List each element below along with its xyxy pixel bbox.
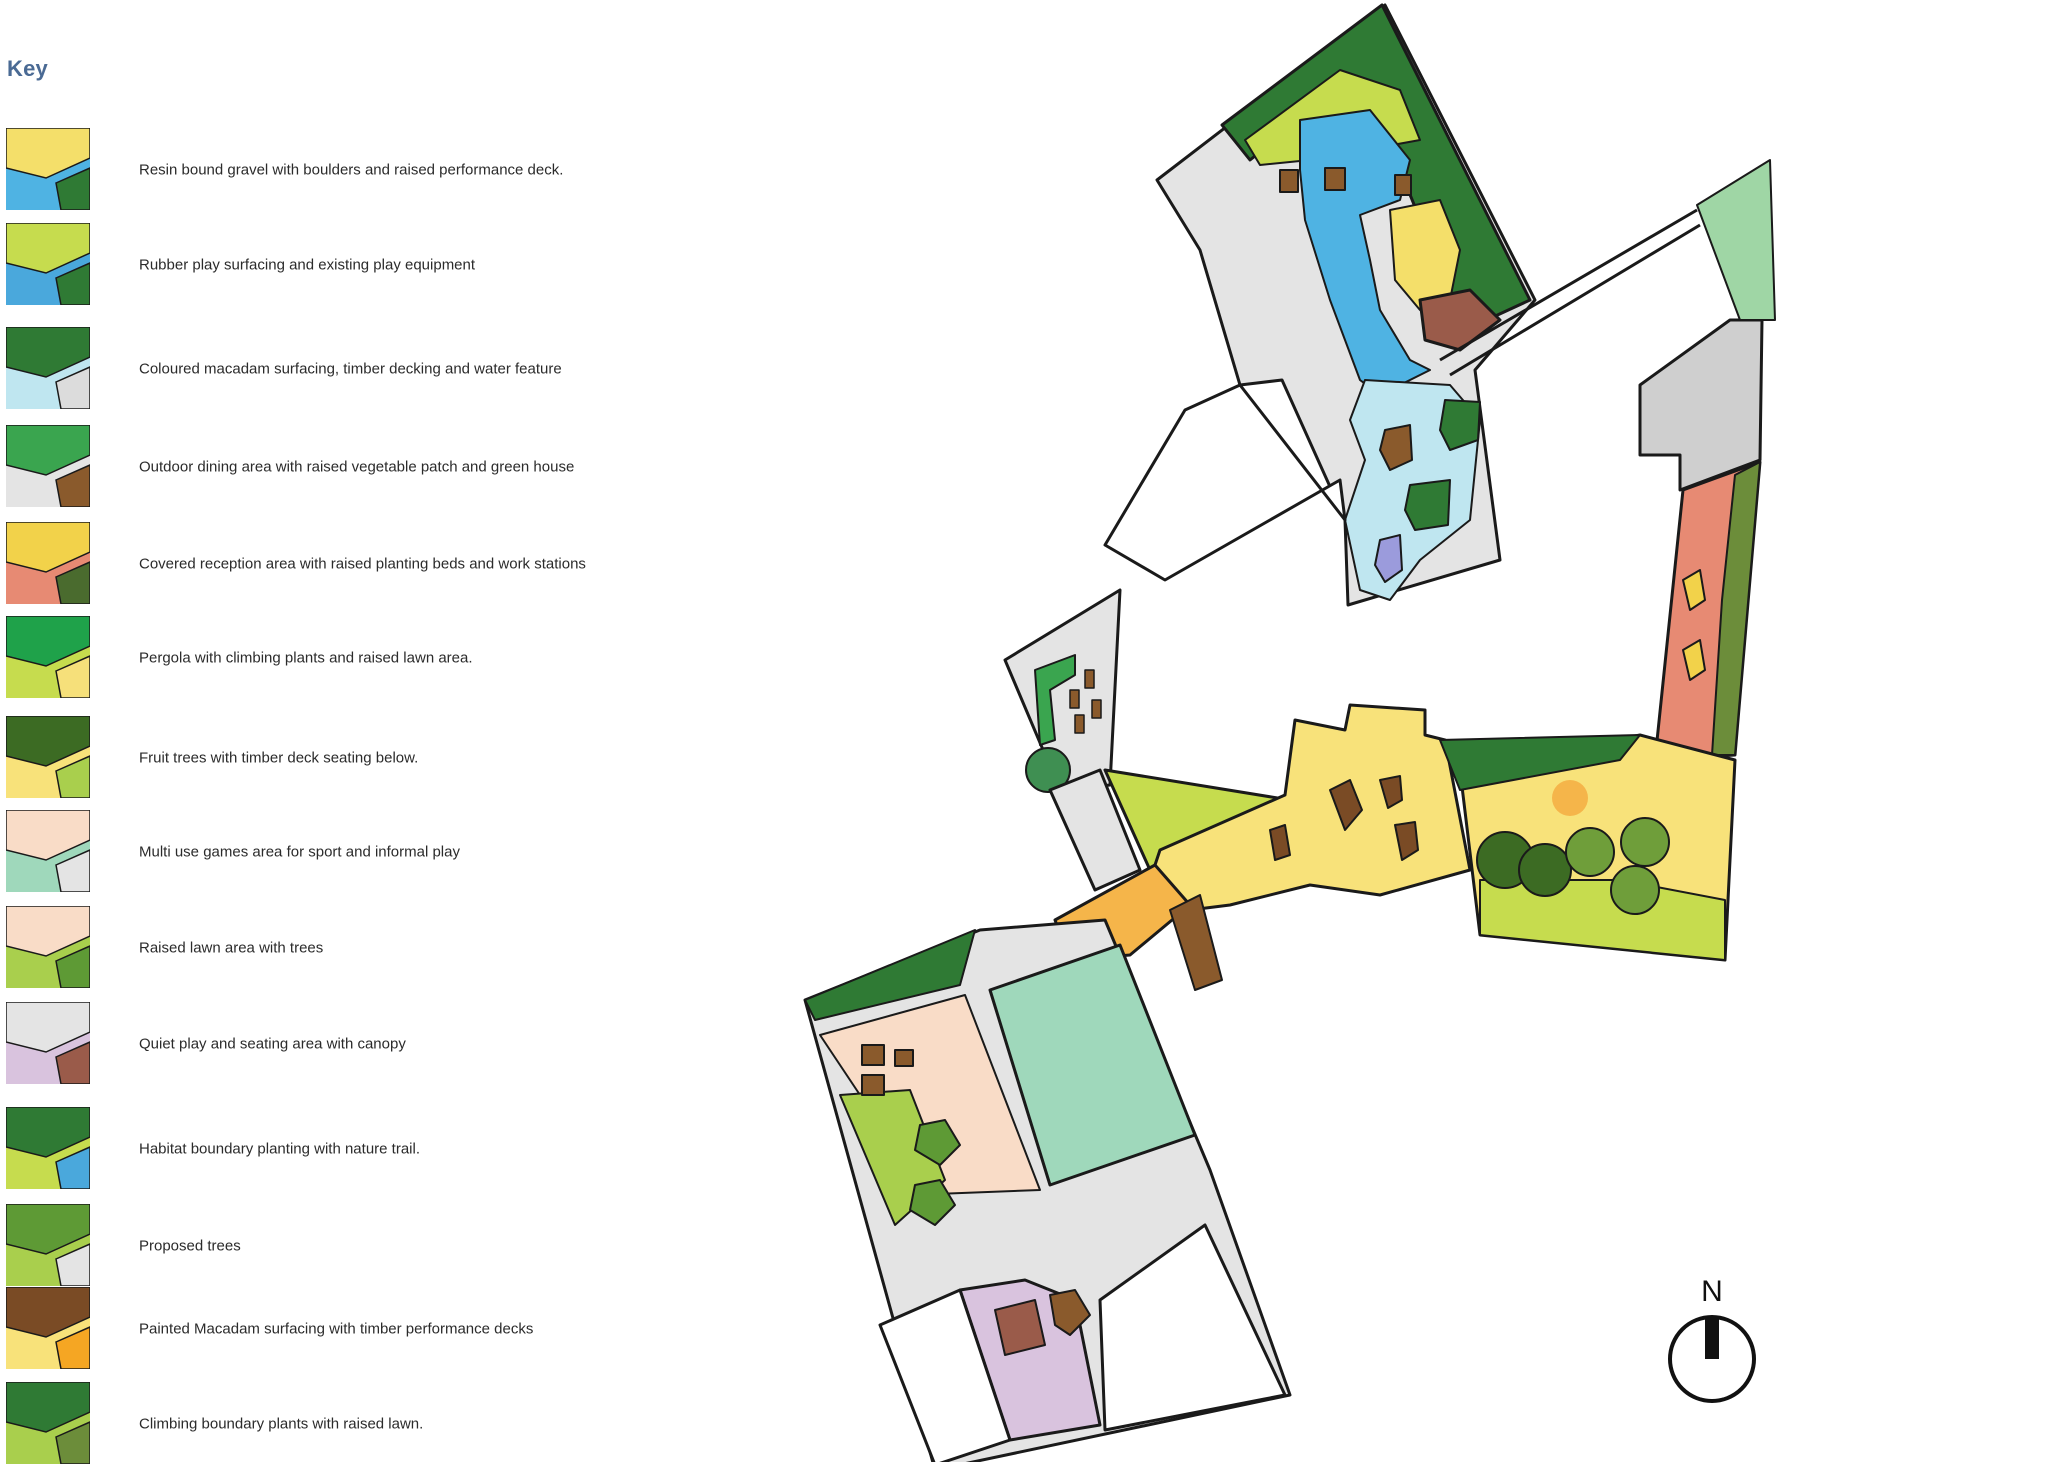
fruit-tree [1610, 865, 1660, 915]
dining-table [1084, 669, 1095, 689]
key-item-label: Quiet play and seating area with canopy [139, 1035, 406, 1053]
key-swatch-icon [6, 810, 90, 892]
timber-seat [1049, 1289, 1091, 1336]
key-swatch-icon [6, 716, 90, 798]
key-item-rubber-play: Rubber play surfacing and existing play … [6, 223, 626, 307]
timber-performance-deck [1269, 824, 1291, 861]
vegetable-patch [1034, 654, 1076, 746]
central-boundary [1103, 383, 1347, 582]
key-item-label: Proposed trees [139, 1237, 241, 1255]
key-item-label: Raised lawn area with trees [139, 939, 324, 957]
fruit-tree-deck [1169, 894, 1223, 991]
dining-table [1074, 714, 1085, 734]
key-item-fruit-trees: Fruit trees with timber deck seating bel… [6, 716, 626, 800]
key-item-label: Painted Macadam surfacing with timber pe… [139, 1320, 534, 1338]
fruit-tree [1518, 843, 1572, 897]
key-swatch-icon [6, 906, 90, 988]
key-item-label: Outdoor dining area with raised vegetabl… [139, 458, 575, 476]
key-item-label: Multi use games area for sport and infor… [139, 843, 460, 861]
reception-bed [1682, 639, 1706, 681]
east-building-paving [1638, 318, 1764, 492]
key-title: Key [7, 56, 48, 81]
timber-performance-deck [1394, 821, 1419, 861]
key-swatch-icon [6, 616, 90, 698]
nature-strip [1696, 159, 1776, 321]
timber-performance-deck [1329, 779, 1363, 831]
timber-stepping-deck [1324, 167, 1346, 191]
dining-table [1069, 689, 1080, 709]
climbing-boundary [1439, 734, 1641, 791]
dining-table [1091, 699, 1102, 719]
key-swatch-icon [6, 223, 90, 305]
proposed-tree [914, 1119, 961, 1166]
timber-stepping-deck [1279, 169, 1299, 193]
key-item-coloured-macadam: Coloured macadam surfacing, timber decki… [6, 327, 626, 411]
key-swatch-icon [6, 128, 90, 210]
climbing-boundary-lawn [1479, 879, 1726, 961]
key-swatch-icon [6, 1382, 90, 1464]
path-edge [1439, 208, 1698, 362]
muga-pitch [988, 943, 1197, 1187]
key-item-raised-lawn: Raised lawn area with trees [6, 906, 626, 990]
sun-motif [1552, 780, 1588, 816]
reception-bed [1682, 569, 1706, 611]
planted-island [1439, 399, 1481, 451]
key-item-label: Coloured macadam surfacing, timber decki… [139, 360, 562, 378]
timber-stepping-deck [1394, 174, 1412, 196]
key-item-label: Covered reception area with raised plant… [139, 555, 586, 573]
key-item-label: Rubber play surfacing and existing play … [139, 256, 476, 274]
key-item-resin-gravel: Resin bound gravel with boulders and rai… [6, 128, 626, 212]
key-item-painted-macadam: Painted Macadam surfacing with timber pe… [6, 1287, 626, 1371]
key-item-climbing-boundary: Climbing boundary plants with raised law… [6, 1382, 626, 1466]
planted-island [1404, 479, 1451, 531]
proposed-tree [1025, 747, 1071, 793]
key-item-label: Fruit trees with timber deck seating bel… [139, 749, 419, 767]
key-item-quiet-play: Quiet play and seating area with canopy [6, 1002, 626, 1086]
pergola [1048, 768, 1142, 892]
path-edge [1449, 223, 1701, 377]
fruit-tree [1565, 827, 1615, 877]
north-label: N [1701, 1275, 1723, 1308]
timber-performance-deck [1379, 775, 1403, 809]
key-swatch-icon [6, 1287, 90, 1369]
key-swatch-icon [6, 1002, 90, 1084]
south-boundary-planting [804, 929, 976, 1021]
north-arrow: N [1666, 1275, 1758, 1415]
key-item-outdoor-dining: Outdoor dining area with raised vegetabl… [6, 425, 626, 509]
key-swatch-icon [6, 327, 90, 409]
key-item-label: Climbing boundary plants with raised law… [139, 1415, 424, 1433]
building-outline [1098, 1223, 1287, 1432]
key-swatch-icon [6, 522, 90, 604]
key-item-label: Habitat boundary planting with nature tr… [139, 1140, 421, 1158]
key-item-label: Pergola with climbing plants and raised … [139, 649, 473, 667]
key-item-covered-reception: Covered reception area with raised plant… [6, 522, 626, 606]
timber-deck [894, 1049, 914, 1067]
outdoor-dining [1003, 588, 1122, 792]
building-outline [878, 1288, 1012, 1462]
fruit-tree [1620, 817, 1670, 867]
key-item-proposed-trees: Proposed trees [6, 1204, 626, 1288]
key-swatch-icon [6, 1204, 90, 1286]
key-item-pergola: Pergola with climbing plants and raised … [6, 616, 626, 700]
timber-deck [1379, 424, 1413, 471]
key-item-muga: Multi use games area for sport and infor… [6, 810, 626, 894]
timber-deck [861, 1044, 885, 1066]
reception-planting [1711, 461, 1761, 756]
proposed-tree [909, 1179, 956, 1226]
key-swatch-icon [6, 1107, 90, 1189]
key-item-habitat-boundary: Habitat boundary planting with nature tr… [6, 1107, 626, 1191]
key-swatch-icon [6, 425, 90, 507]
compass-icon [1668, 1315, 1756, 1403]
timber-deck [861, 1074, 885, 1096]
mosaic-pool [1374, 534, 1403, 583]
canopy-deck [994, 1299, 1046, 1356]
key-item-label: Resin bound gravel with boulders and rai… [139, 161, 564, 179]
